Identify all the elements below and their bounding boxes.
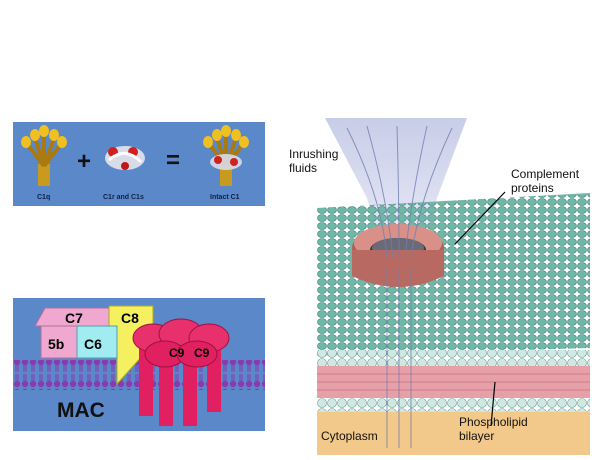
complement-proteins-label-line1: Complement bbox=[511, 167, 580, 181]
c9-label: C9 bbox=[194, 346, 210, 360]
c6-shape bbox=[76, 325, 118, 359]
membrane-pore-illustration bbox=[317, 118, 590, 455]
plus-sign: + bbox=[77, 148, 92, 175]
c1r-c1s-label: C1r and C1s bbox=[103, 194, 144, 201]
c1r-c1s-molecule-icon bbox=[105, 146, 145, 170]
c7-label: C7 bbox=[65, 310, 83, 326]
complement-proteins-label-line2: proteins bbox=[511, 181, 554, 195]
c1-assembly-illustration bbox=[21, 125, 249, 186]
c8-label: C8 bbox=[121, 310, 139, 326]
c9-label: C9 bbox=[169, 346, 185, 360]
equals-sign: = bbox=[166, 147, 181, 174]
c5b-label: 5b bbox=[48, 336, 65, 352]
inrushing-fluids-label-line2: fluids bbox=[289, 161, 318, 175]
intact-c1-label: Intact C1 bbox=[210, 194, 240, 201]
c1q-label: C1q bbox=[37, 194, 51, 201]
mac-panel: C7 C8 5b C6 C9 C9 MAC bbox=[13, 298, 265, 431]
c1q-molecule-icon bbox=[21, 125, 67, 186]
complement-pore-ring bbox=[352, 224, 444, 287]
inrushing-fluids-label-line1: Inrushing bbox=[289, 147, 339, 161]
membrane-pore-panel: Inrushing fluids Complement proteins Cyt… bbox=[287, 118, 590, 455]
cytoplasm-label: Cytoplasm bbox=[321, 429, 378, 443]
intact-c1-molecule-icon bbox=[203, 125, 249, 186]
c9-pore-cluster bbox=[132, 318, 230, 426]
c6-label: C6 bbox=[84, 336, 102, 352]
c1-assembly-panel: + = C1q C1r and C1s Intact C1 bbox=[13, 122, 265, 206]
mac-illustration bbox=[13, 305, 265, 426]
mac-title: MAC bbox=[57, 399, 105, 422]
phospholipid-bilayer-label-line1: Phospholipid bbox=[459, 415, 528, 429]
phospholipid-bilayer-label-line2: bilayer bbox=[459, 429, 495, 443]
